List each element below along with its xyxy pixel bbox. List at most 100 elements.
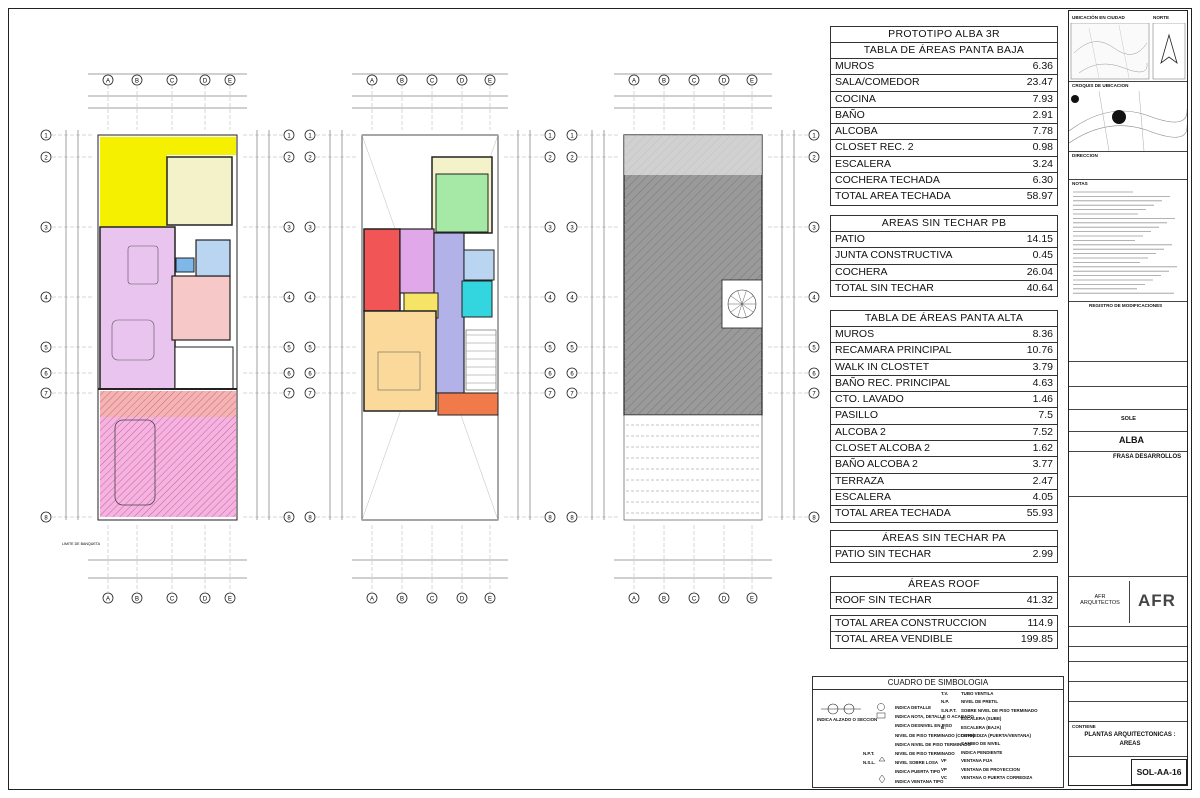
grid-bubble: D: [456, 592, 468, 604]
grid-bubble: D: [718, 592, 730, 604]
svg-text:4: 4: [570, 295, 574, 301]
svg-text:B: B: [662, 78, 666, 84]
svg-text:8: 8: [548, 515, 552, 521]
area-value: 4.05: [1032, 490, 1053, 503]
symbol-cut-label: INDICA ALZADO O SECCION: [817, 717, 878, 722]
grid-bubble: 2: [283, 151, 295, 163]
area-label: TOTAL AREA TECHADA: [835, 190, 951, 203]
area-value: 7.93: [1032, 92, 1053, 105]
firm-logo: AFR: [1129, 581, 1184, 623]
area-value: 8.36: [1032, 328, 1053, 340]
symbol-desc: NIVEL DE PISO TERMINADO: [895, 751, 955, 756]
drawing-sheet: [8, 8, 1192, 790]
grid-bubble: 3: [40, 221, 52, 233]
symbol-desc: VENTANA FIJA: [961, 758, 993, 764]
grid-bubble: D: [718, 74, 730, 86]
svg-text:5: 5: [812, 345, 816, 351]
grid-bubble: A: [628, 74, 640, 86]
svg-text:1: 1: [570, 133, 574, 139]
area-label: TOTAL AREA VENDIBLE: [835, 633, 953, 646]
grid-bubble: 2: [544, 151, 556, 163]
grid-bubble: B: [131, 74, 143, 86]
area-value: 26.04: [1026, 265, 1053, 278]
grid-bubble: A: [628, 592, 640, 604]
svg-text:3: 3: [548, 225, 552, 231]
grid-bubble: 3: [283, 221, 295, 233]
grid-bubble: 6: [566, 367, 578, 379]
north-label: NORTE: [1153, 15, 1170, 20]
svg-text:2: 2: [287, 155, 291, 161]
area-label: BAÑO: [835, 108, 865, 121]
svg-text:6: 6: [570, 371, 574, 377]
area-label: BAÑO ALCOBA 2: [835, 458, 918, 471]
grid-bubble: C: [426, 74, 438, 86]
grid-bubble: 6: [808, 367, 820, 379]
grid-bubble: A: [102, 592, 114, 604]
svg-text:A: A: [370, 596, 374, 602]
svg-text:3: 3: [308, 225, 312, 231]
grid-bubble: 7: [283, 387, 295, 399]
area-value: 6.30: [1032, 174, 1053, 187]
area-label: PATIO SIN TECHAR: [835, 548, 932, 560]
symbol-desc: INDICA PUERTA TIPO: [895, 769, 941, 775]
grid-bubble: 7: [544, 387, 556, 399]
area-value: 2.99: [1032, 548, 1053, 560]
svg-text:E: E: [750, 78, 754, 84]
area-value: 114.9: [1027, 617, 1054, 629]
area-value: 6.36: [1032, 60, 1053, 72]
area-value: 7.78: [1032, 125, 1053, 138]
symbol-abbr: B↓: [941, 724, 947, 730]
area-label: COCHERA: [835, 265, 888, 278]
grid-bubble: B: [396, 592, 408, 604]
svg-text:5: 5: [548, 345, 552, 351]
svg-text:1: 1: [44, 133, 48, 139]
symbol-desc: ESCALERA (BAJA): [961, 724, 1002, 730]
symbol-desc: INDICA VENTANA TIPO: [895, 778, 944, 784]
grid-bubble: 1: [283, 129, 295, 141]
grid-bubble: 6: [304, 367, 316, 379]
svg-text:2: 2: [570, 155, 574, 161]
sketch-map: [1069, 91, 1187, 151]
notes-text: [1073, 191, 1177, 294]
area-value: 1.62: [1032, 442, 1053, 455]
area-label: WALK IN CLOSTET: [835, 360, 930, 373]
area-label: RECAMARA PRINCIPAL: [835, 344, 952, 357]
grid-bubble: 4: [544, 291, 556, 303]
symbol-desc: NIVEL DE PISO TERMINADO (CORTE): [895, 732, 975, 738]
symbol-desc: INDICA PENDIENTE: [961, 749, 1003, 755]
location-map: [1070, 23, 1186, 80]
svg-text:E: E: [488, 596, 492, 602]
grid-bubble: 2: [304, 151, 316, 163]
grid-bubble: 7: [40, 387, 52, 399]
symbol-mark: VP: [941, 766, 947, 772]
grid-bubble: A: [366, 592, 378, 604]
svg-text:1: 1: [812, 133, 816, 139]
svg-text:5: 5: [44, 345, 48, 351]
svg-text:A: A: [632, 78, 636, 84]
grid-bubble: 4: [808, 291, 820, 303]
svg-text:6: 6: [812, 371, 816, 377]
svg-text:C: C: [692, 596, 697, 602]
grid-bubble: C: [426, 592, 438, 604]
symbol-desc: INDICA DESNIVEL EN PISO: [895, 723, 953, 729]
grid-bubble: 5: [40, 341, 52, 353]
svg-text:D: D: [460, 78, 465, 84]
grid-bubble: 7: [808, 387, 820, 399]
grid-bubble: D: [456, 74, 468, 86]
symbol-mark: VF: [941, 758, 947, 764]
svg-text:7: 7: [44, 391, 48, 397]
svg-text:C: C: [170, 596, 175, 602]
svg-text:4: 4: [308, 295, 312, 301]
svg-text:3: 3: [287, 225, 291, 231]
